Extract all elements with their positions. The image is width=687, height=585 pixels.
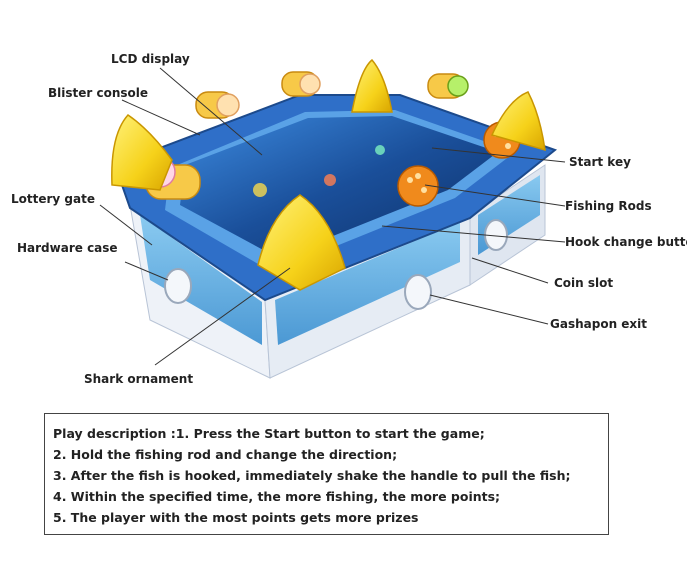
rod-right-front [397, 165, 439, 207]
callout-blister-console: Blister console [48, 86, 149, 100]
shark-ornaments [111, 58, 546, 291]
callout-fishing-rods: Fishing Rods [565, 199, 652, 213]
play-description-line-1: Play description :1. Press the Start but… [53, 426, 485, 441]
rod-left-back [195, 91, 240, 119]
callout-start-key: Start key [569, 155, 631, 169]
play-description-box: Play description :1. Press the Start but… [44, 413, 609, 535]
rod-right-back [427, 73, 469, 99]
callout-coin-slot: Coin slot [554, 276, 614, 290]
rod-middle-back [281, 71, 321, 97]
callout-lottery-gate: Lottery gate [11, 192, 95, 206]
callout-hardware-case: Hardware case [17, 241, 118, 255]
play-description-line-5: 5. The player with the most points gets … [53, 510, 419, 525]
callout-leader-lines [99, 67, 566, 366]
callout-lcd-display: LCD display [111, 52, 190, 66]
callout-hook-change-button: Hook change button [565, 235, 687, 249]
fishing-machine-illustration [99, 58, 566, 379]
play-description-line-4: 4. Within the specified time, the more f… [53, 489, 501, 504]
cabinet-body [129, 164, 546, 379]
product-illustration: LCD display Blister console Lottery gate… [11, 52, 687, 386]
callout-gashapon-exit: Gashapon exit [550, 317, 648, 331]
callout-shark-ornament: Shark ornament [84, 372, 194, 386]
play-description-line-2: 2. Hold the fishing rod and change the d… [53, 447, 398, 462]
play-description-line-3: 3. After the fish is hooked, immediately… [53, 468, 571, 483]
